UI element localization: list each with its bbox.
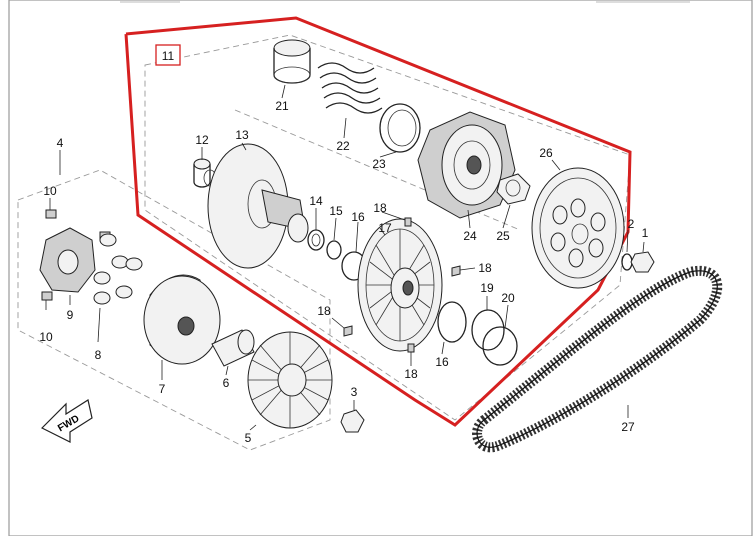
part-22-spring xyxy=(317,62,383,114)
pulley-assembly-dashed-outline xyxy=(17,169,331,451)
part-26-clutch-bell xyxy=(531,167,625,289)
part-label: 18 xyxy=(317,304,331,318)
part-label: 27 xyxy=(621,420,635,434)
part-5-fan-face xyxy=(247,331,333,429)
part-label: 18 xyxy=(478,261,492,275)
leader-15 xyxy=(333,217,337,241)
part-label: 14 xyxy=(309,194,323,208)
leader-21 xyxy=(281,84,286,99)
leader-20 xyxy=(504,304,509,329)
part-19-seal-ring xyxy=(471,309,505,351)
leader-2 xyxy=(626,229,629,253)
part-18-guide-pin-right xyxy=(451,265,461,277)
part-label: 25 xyxy=(496,229,510,243)
part-20-seal-ring xyxy=(482,326,518,366)
fwd-arrow-icon: FWD xyxy=(40,399,93,443)
part-label: 3 xyxy=(351,385,358,399)
leader-6 xyxy=(225,365,229,376)
part-1-nut xyxy=(630,251,655,273)
part-label: 13 xyxy=(235,128,249,142)
part-6-collar xyxy=(211,329,255,367)
part-17-sliding-sheave xyxy=(357,218,443,352)
part-label: 2 xyxy=(628,217,635,231)
leader-13 xyxy=(241,142,247,151)
part-label: 5 xyxy=(245,431,252,445)
part-label: 23 xyxy=(372,157,386,171)
part-label: 12 xyxy=(195,133,209,147)
part-3-nut xyxy=(340,409,365,433)
part-21-sleeve xyxy=(273,39,311,84)
group-label: 11 xyxy=(162,49,175,63)
leader-18-top xyxy=(381,211,406,221)
part-label: 20 xyxy=(501,291,515,305)
leader-8 xyxy=(97,307,101,343)
part-25-nut xyxy=(496,173,531,205)
leader-25 xyxy=(502,204,511,229)
part-label: 9 xyxy=(67,308,74,322)
part-label: 16 xyxy=(351,210,365,224)
leader-17 xyxy=(379,227,386,236)
leader-16 xyxy=(355,221,359,253)
clutch-inner-dashed-line xyxy=(234,109,521,231)
leader-16-lower xyxy=(441,341,445,355)
part-18-guide-pin-bottom xyxy=(407,343,415,353)
leader-1 xyxy=(642,241,645,253)
part-label: 10 xyxy=(43,184,57,198)
part-label: 22 xyxy=(336,139,350,153)
part-27-drive-belt xyxy=(472,265,723,453)
part-label: 21 xyxy=(275,99,289,113)
part-label: 7 xyxy=(159,382,166,396)
part-label: 6 xyxy=(223,376,230,390)
part-label: 26 xyxy=(539,146,553,160)
part-15-o-ring xyxy=(326,240,342,260)
part-label: 17 xyxy=(378,221,392,235)
part-8-rollers xyxy=(93,233,143,305)
part-label: 4 xyxy=(57,136,64,150)
part-18-guide-pin-left xyxy=(343,325,353,337)
part-24-clutch-carrier xyxy=(417,111,516,219)
part-13-driven-pulley xyxy=(207,143,309,269)
part-label: 18 xyxy=(373,201,387,215)
part-18-guide-pin-top xyxy=(404,217,412,227)
leader-5 xyxy=(249,424,257,431)
part-label: 8 xyxy=(95,348,102,362)
leader-18-left xyxy=(331,317,345,329)
part-label: 18 xyxy=(404,367,418,381)
lower-blank-area xyxy=(10,460,751,535)
highlight-boundary xyxy=(124,16,632,427)
group-label-box xyxy=(155,44,181,66)
part-10-slider-bottom xyxy=(41,291,53,301)
part-label: 1 xyxy=(642,226,649,240)
part-label: 19 xyxy=(480,281,494,295)
part-23-ring xyxy=(379,103,421,153)
leader-24 xyxy=(467,209,471,229)
part-16-seal-ring-lower xyxy=(437,301,467,343)
part-label: 24 xyxy=(463,229,477,243)
leader-23 xyxy=(379,151,397,158)
leader-26 xyxy=(551,159,561,171)
leader-22 xyxy=(343,117,347,139)
part-label: 15 xyxy=(329,204,343,218)
part-9-ramp-plate xyxy=(39,227,96,293)
part-label: 16 xyxy=(435,355,449,369)
part-label: 10 xyxy=(39,330,53,344)
leader-18-right xyxy=(459,267,476,271)
part-7-drive-face xyxy=(143,274,221,365)
